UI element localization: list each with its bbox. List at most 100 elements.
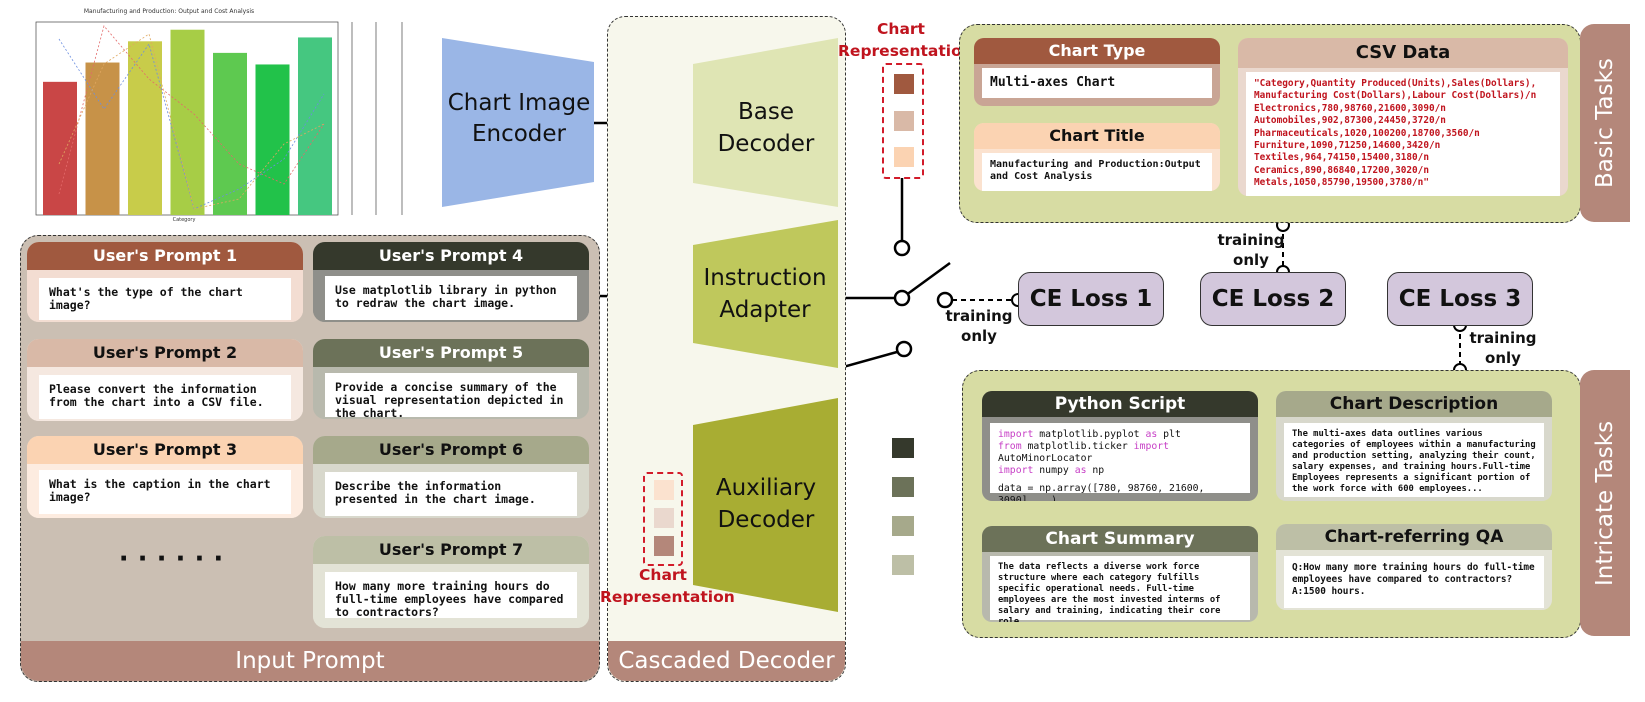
csv-line-7: Textiles,964,74150,15400,3180/n	[1254, 152, 1429, 164]
chart-qa-question: Q:How many more training hours do full-t…	[1292, 562, 1535, 585]
py-kw-2: from	[998, 441, 1022, 452]
prompt-text-4: Use matplotlib library in python to redr…	[325, 276, 577, 320]
csv-line-9: Metals,1050,85790,19500,3780/n"	[1254, 177, 1429, 189]
swatch-3	[892, 516, 914, 536]
python-line-3: import numpy as np	[998, 465, 1242, 477]
chart-description-text: The multi-axes data outlines various cat…	[1284, 423, 1544, 497]
chart-title-title: Chart Title	[974, 123, 1220, 149]
python-line-2: from matplotlib.ticker import AutoMinorL…	[998, 441, 1242, 465]
cascaded-decoder-footer: Cascaded Decoder	[608, 641, 845, 681]
prompt-card-2: User's Prompt 2 Please convert the infor…	[27, 339, 303, 421]
thumbnail-bar	[43, 81, 77, 215]
py-l1-end: plt	[1157, 429, 1181, 440]
py-kw-3: import	[998, 465, 1034, 476]
auxiliary-decoder-line2: Decoder	[717, 507, 815, 533]
csv-line-5: Pharmaceuticals,1020,100200,18700,3560/n	[1254, 127, 1480, 139]
chart-title-value: Manufacturing and Production:Output and …	[982, 153, 1212, 191]
chart-qa-title: Chart-referring QA	[1276, 524, 1552, 550]
swatch-1	[892, 438, 914, 458]
chart-rep-bottom-box	[643, 472, 683, 566]
chart-rep-top-cell-1	[894, 74, 914, 94]
prompt-card-7: User's Prompt 7 How many more training h…	[313, 536, 589, 628]
py-l1-rest: matplotlib.pyplot	[1033, 429, 1146, 440]
py-l3-rest: numpy	[1033, 465, 1075, 476]
csv-line-6: Furniture,1090,71250,14600,3420/n	[1254, 140, 1441, 152]
base-decoder-line2: Decoder	[717, 131, 815, 157]
chart-rep-top-box	[882, 63, 924, 179]
training-only-note-1: training only	[944, 306, 1014, 346]
py-l3-as: as	[1074, 465, 1087, 476]
prompt-title-7: User's Prompt 7	[313, 536, 589, 564]
csv-line-1: "Category,Quantity Produced(Units),Sales…	[1254, 78, 1537, 89]
chart-summary-title: Chart Summary	[982, 526, 1258, 552]
python-script-title: Python Script	[982, 391, 1258, 417]
chart-rep-bottom-cell-3	[654, 536, 674, 556]
prompt-card-3: User's Prompt 3 What is the caption in t…	[27, 436, 303, 518]
input-prompt-panel: Input Prompt User's Prompt 1 What's the …	[20, 235, 600, 682]
py-l3-end: np	[1086, 465, 1105, 476]
python-script-card: Python Script import matplotlib.pyplot a…	[982, 391, 1258, 501]
chart-rep-bottom-cell-2	[654, 508, 674, 528]
csv-line-4: Automobiles,902,87300,24450,3720/n	[1254, 115, 1446, 127]
base-decoder-shape	[693, 38, 838, 207]
swatch-2	[892, 477, 914, 497]
chart-rep-top-cell-3	[894, 147, 914, 167]
chart-thumbnail: Manufacturing and Production: Output and…	[4, 4, 424, 226]
intricate-tasks-tab: Intricate Tasks	[1580, 370, 1630, 636]
training-only-note-3: training only	[1468, 328, 1538, 368]
thumbnail-bar	[255, 64, 290, 216]
thumbnail-title: Manufacturing and Production: Output and…	[83, 8, 255, 15]
thumbnail-bar	[85, 62, 120, 215]
py-l2-end: AutoMinorLocator	[998, 453, 1093, 464]
thumbnail-bar	[170, 29, 205, 215]
thumbnail-plot	[35, 21, 403, 216]
prompt-title-5: User's Prompt 5	[313, 339, 589, 367]
encoder-label: Chart Image Encoder	[446, 88, 592, 150]
csv-card: CSV Data "Category,Quantity Produced(Uni…	[1238, 38, 1568, 196]
prompt-text-2: Please convert the information from the …	[39, 375, 291, 419]
prompt-title-4: User's Prompt 4	[313, 242, 589, 270]
prompt-text-7: How many more training hours do full-tim…	[325, 572, 577, 619]
prompt-title-2: User's Prompt 2	[27, 339, 303, 367]
prompt-title-1: User's Prompt 1	[27, 242, 303, 270]
chart-title-card: Chart Title Manufacturing and Production…	[974, 123, 1220, 191]
python-line-1: import matplotlib.pyplot as plt	[998, 429, 1242, 441]
csv-line-3: Electronics,780,98760,21600,3090/n	[1254, 102, 1446, 114]
instruction-adapter-shape	[693, 220, 838, 368]
chart-rep-top-cell-2	[894, 111, 914, 131]
prompt-ellipsis: · · · · · ·	[118, 544, 224, 574]
swatch-4	[892, 555, 914, 575]
instruction-adapter-label: Instruction Adapter	[696, 262, 834, 326]
base-decoder-label: Base Decoder	[700, 96, 832, 160]
prompt-text-5: Provide a concise summary of the visual …	[325, 373, 577, 419]
prompt-card-5: User's Prompt 5 Provide a concise summar…	[313, 339, 589, 419]
chart-qa-body: Q:How many more training hours do full-t…	[1284, 556, 1544, 608]
csv-line-8: Ceramics,890,86840,17200,3020/n	[1254, 164, 1429, 176]
prompt-title-3: User's Prompt 3	[27, 436, 303, 464]
csv-title: CSV Data	[1238, 38, 1568, 68]
chart-description-card: Chart Description The multi-axes data ou…	[1276, 391, 1552, 501]
chart-rep-bottom-cell-1	[654, 480, 674, 500]
instruction-adapter-line2: Adapter	[719, 297, 811, 323]
training-only-1-line1: training	[945, 307, 1013, 325]
chart-rep-bottom-line1: Chart	[639, 566, 687, 584]
chart-rep-bottom-line2: Representation	[600, 588, 735, 606]
py-l2-mid: matplotlib.ticker	[1021, 441, 1134, 452]
chart-summary-card: Chart Summary The data reflects a divers…	[982, 526, 1258, 622]
swatch-column	[892, 438, 914, 578]
python-script-body: import matplotlib.pyplot as plt from mat…	[990, 423, 1250, 501]
csv-body: "Category,Quantity Produced(Units),Sales…	[1246, 72, 1560, 196]
py-l1-as: as	[1145, 429, 1158, 440]
chart-type-card: Chart Type Multi-axes Chart	[974, 38, 1220, 106]
auxiliary-decoder-label: Auxiliary Decoder	[700, 472, 832, 536]
chart-description-title: Chart Description	[1276, 391, 1552, 417]
training-only-1-line2: only	[961, 327, 997, 345]
encoder-label-line2: Encoder	[471, 121, 567, 147]
thumbnail-bar	[298, 37, 332, 215]
input-prompt-footer: Input Prompt	[21, 641, 599, 681]
chart-qa-answer: A:1500 hours.	[1292, 586, 1366, 597]
ce-loss-2: CE Loss 2	[1200, 272, 1346, 326]
py-kw-1: import	[998, 429, 1034, 440]
prompt-card-6: User's Prompt 6 Describe the information…	[313, 436, 589, 518]
